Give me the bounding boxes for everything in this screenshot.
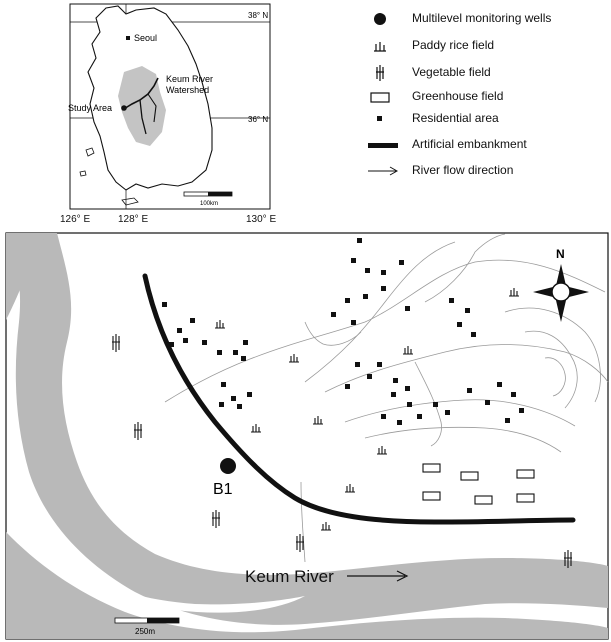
island-2 (79, 170, 87, 177)
lon-label-130: 130° E (246, 214, 277, 225)
legend-item-flow: River flow direction (360, 160, 610, 182)
vegetable-fields (112, 334, 572, 568)
legend-label: Paddy rice field (412, 38, 495, 52)
lat-label-36: 36° N (248, 115, 268, 124)
seoul-label: Seoul (134, 33, 157, 43)
rectangle-outline-icon (370, 92, 390, 103)
river-bottom-channel (6, 532, 608, 639)
greenhouse-fields (422, 463, 535, 505)
lon-label-126: 126° E (60, 214, 91, 225)
legend-label: Artificial embankment (412, 137, 527, 151)
map-scale-label: 250m (135, 627, 155, 636)
vegetable-symbol-icon (376, 65, 384, 81)
artificial-embankment (142, 273, 576, 525)
watershed-label-1: Keum River (166, 74, 213, 84)
thick-line-icon (368, 143, 398, 148)
river-left-channel (6, 233, 608, 625)
legend-label: River flow direction (412, 163, 514, 177)
legend-item-vegetable: Vegetable field (360, 62, 610, 84)
seoul-marker (126, 36, 130, 40)
inset-river-branch-2 (147, 93, 157, 123)
flow-direction-arrow (347, 570, 409, 582)
paddy-symbol-icon (374, 42, 386, 52)
study-area-label: Study Area (68, 103, 112, 113)
arrow-icon (368, 166, 399, 176)
inset-map: Seoul Keum River Watershed Study Area 38… (68, 3, 271, 210)
contour-lines (164, 233, 609, 563)
monitoring-well-b1 (220, 458, 236, 474)
legend-item-embankment: Artificial embankment (360, 134, 610, 156)
legend-item-wells: Multilevel monitoring wells (360, 8, 610, 30)
inset-river-main (121, 77, 159, 111)
river-top-bar (6, 233, 45, 320)
lon-label-128: 128° E (118, 214, 149, 225)
study-area-map: B1 Keum River N 250m (5, 232, 609, 640)
north-arrow-icon (533, 264, 589, 322)
study-area-marker (121, 105, 127, 111)
island-3 (121, 197, 139, 206)
inset-scale-bar-fill (208, 192, 232, 196)
legend-item-greenhouse: Greenhouse field (360, 86, 610, 108)
legend-label: Multilevel monitoring wells (412, 11, 552, 25)
inset-river-branch (139, 99, 147, 135)
legend-label: Vegetable field (412, 65, 491, 79)
island-1 (85, 147, 95, 157)
paddy-fields (215, 288, 519, 531)
legend-label: Residential area (412, 111, 499, 125)
residential-areas (162, 238, 524, 425)
north-label: N (556, 247, 565, 261)
well-label: B1 (213, 481, 233, 498)
lat-label-38: 38° N (248, 11, 268, 20)
map-legend: Multilevel monitoring wells Paddy rice f… (360, 8, 610, 218)
legend-item-residential: Residential area (360, 108, 610, 130)
filled-circle-icon (374, 13, 386, 25)
river-label: Keum River (245, 567, 334, 586)
legend-item-paddy: Paddy rice field (360, 35, 610, 57)
watershed-label-2: Watershed (166, 85, 209, 95)
inset-scale-label: 100km (200, 201, 218, 207)
legend-label: Greenhouse field (412, 89, 504, 103)
small-square-icon (377, 116, 382, 121)
map-scale-bar-fill (147, 618, 179, 623)
